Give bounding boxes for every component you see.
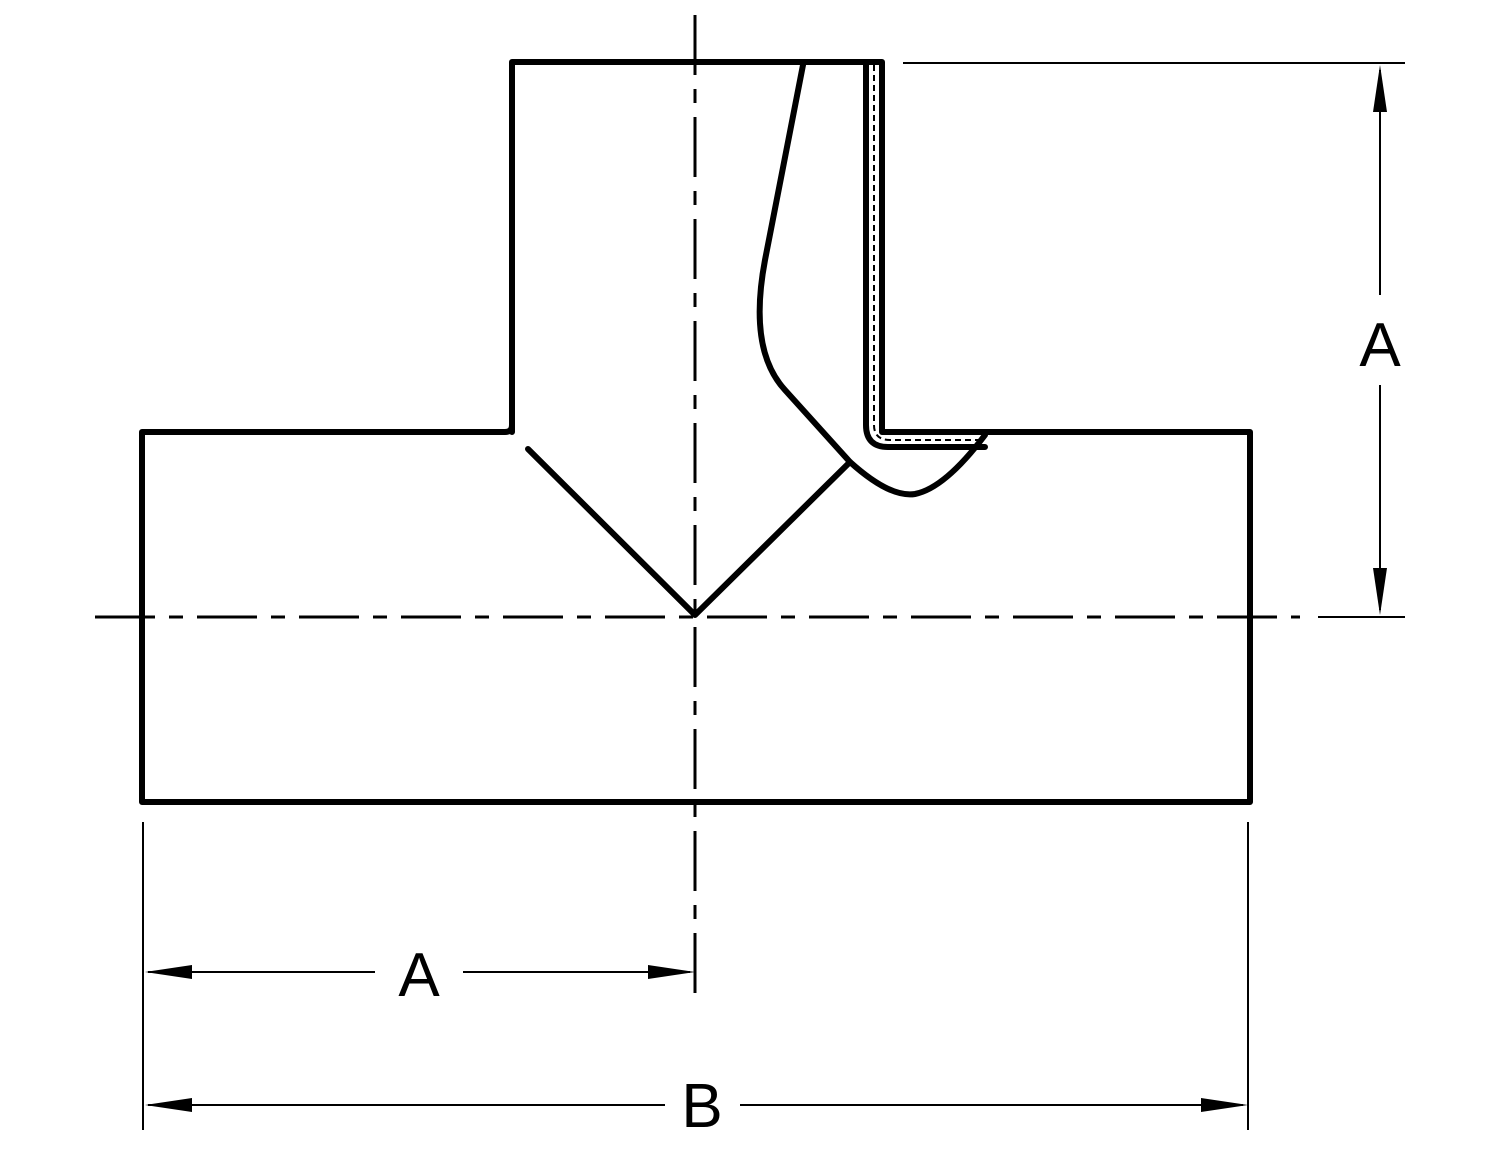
dimension-b: B	[145, 1072, 1248, 1141]
tee-outline	[139, 59, 1253, 805]
arrow-up-icon	[1373, 65, 1387, 112]
arrow-right-icon	[1201, 1098, 1248, 1112]
section-hatch	[873, 65, 985, 441]
arrow-right-icon	[648, 965, 695, 979]
dimension-label-a-vertical: A	[1359, 311, 1401, 380]
arrow-down-icon	[1373, 568, 1387, 615]
dimension-a-vertical: A	[1359, 65, 1401, 615]
dimension-a-horizontal: A	[145, 941, 695, 1010]
arrow-left-icon	[145, 965, 192, 979]
dimension-label-b: B	[681, 1072, 722, 1141]
arrow-left-icon	[145, 1098, 192, 1112]
dimension-label-a-horizontal: A	[398, 941, 440, 1010]
cutaway-break-line	[756, 62, 988, 498]
branch-inner-wall	[863, 62, 988, 450]
miter-lines	[525, 446, 853, 618]
extension-lines	[142, 62, 1405, 1130]
